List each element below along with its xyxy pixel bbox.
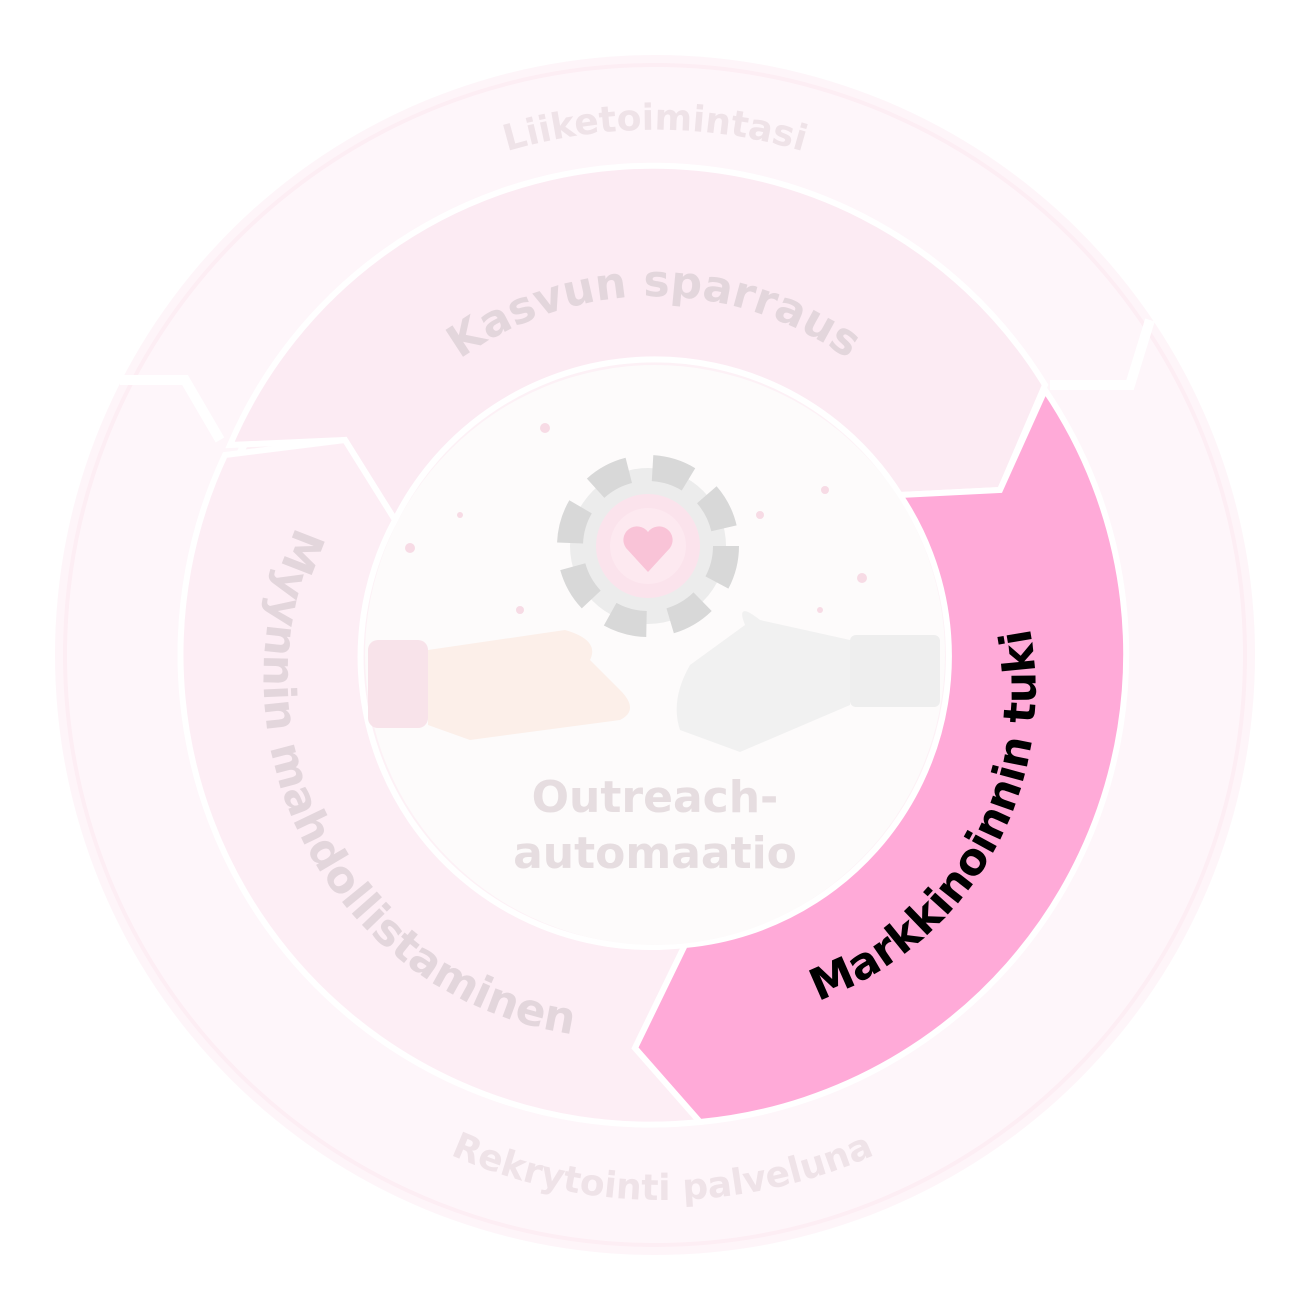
center-circle: Outreach- automaatio	[365, 365, 945, 945]
human-hand-illustration	[368, 630, 630, 740]
center-label-line1: Outreach-	[532, 772, 779, 823]
center-label-line2: automaatio	[513, 828, 797, 879]
heart-chip-icon	[570, 468, 726, 624]
